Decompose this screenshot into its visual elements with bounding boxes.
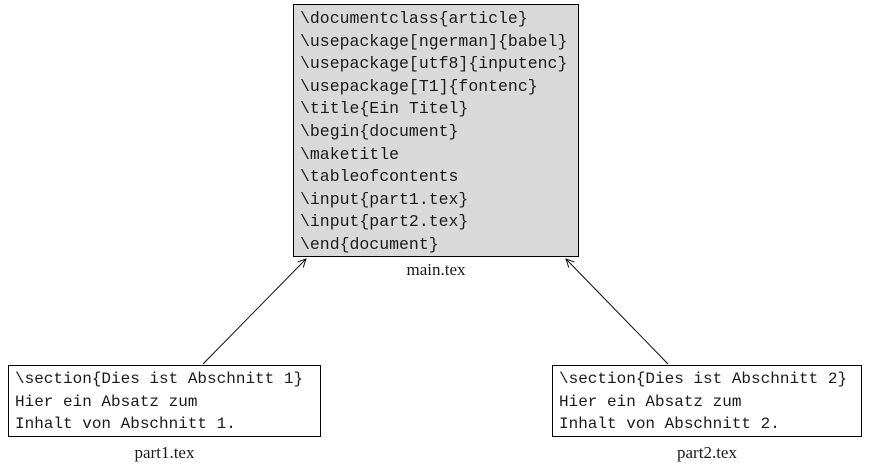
code-line: \tableofcontents xyxy=(300,167,459,187)
code-line: \begin{document} xyxy=(300,121,459,141)
arrow-part2-to-main xyxy=(565,258,669,365)
code-line: Inhalt von Abschnitt 1. xyxy=(15,415,236,433)
code-line: \section{Dies ist Abschnitt 1} xyxy=(15,370,304,388)
code-line: Hier ein Absatz zum xyxy=(15,392,198,411)
arrow-part1-to-main xyxy=(202,258,307,365)
code-line: \usepackage[T1]{fontenc} xyxy=(300,76,538,96)
code-line: \maketitle xyxy=(300,144,400,164)
code-line: \usepackage[utf8]{inputenc} xyxy=(300,54,568,74)
code-line: \end{document} xyxy=(300,234,439,254)
code-line: \input{part1.tex} xyxy=(300,189,469,209)
part1-tex-label: part1.tex xyxy=(134,443,195,462)
code-line: \title{Ein Titel} xyxy=(300,99,469,119)
code-line: Inhalt von Abschnitt 2. xyxy=(559,415,780,433)
main-tex-box: \documentclass{article} \usepackage[ngerm… xyxy=(293,4,579,257)
code-line: \documentclass{article} xyxy=(300,9,528,28)
part1-tex-box: \section{Dies ist Abschnitt 1} Hier ein A… xyxy=(8,365,321,437)
code-line: \usepackage[ngerman]{babel} xyxy=(300,31,568,51)
code-line: Hier ein Absatz zum xyxy=(559,392,742,411)
main-tex-label: main.tex xyxy=(406,260,466,279)
part2-tex-label: part2.tex xyxy=(677,443,737,462)
code-line: \section{Dies ist Abschnitt 2} xyxy=(559,370,848,388)
code-line: \input{part2.tex} xyxy=(300,212,469,232)
part2-tex-box: \section{Dies ist Abschnitt 2} Hier ein A… xyxy=(552,365,862,437)
